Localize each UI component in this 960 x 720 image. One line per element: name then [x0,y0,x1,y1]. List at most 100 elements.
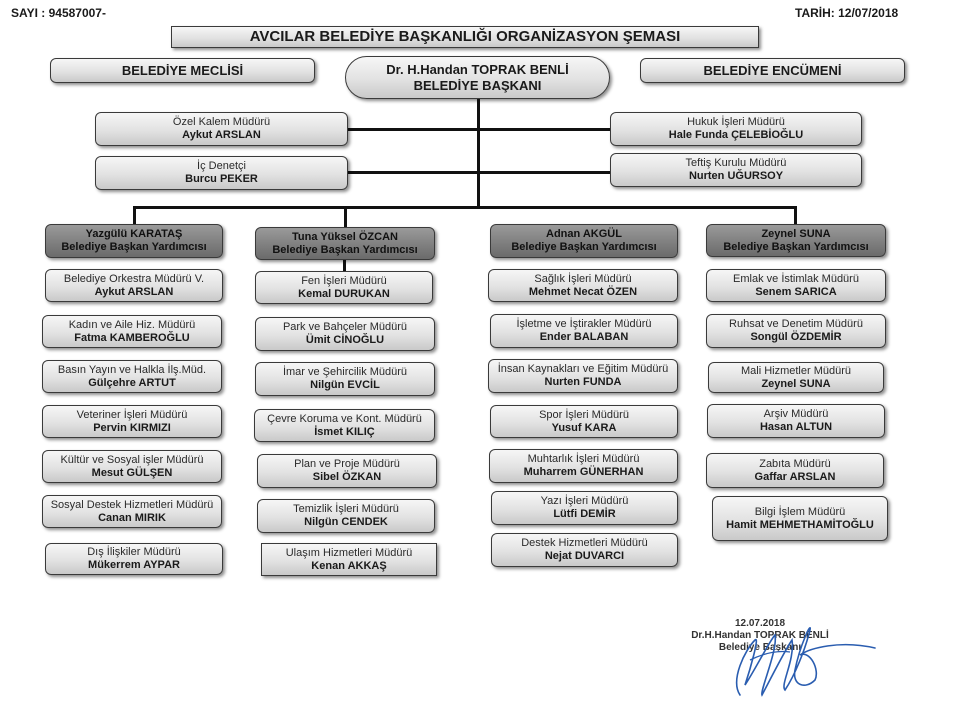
unit-head-name: Muharrem GÜNERHAN [523,466,644,478]
staff-box-inspection: Teftiş Kurulu Müdürü Nurten UĞURSOY [610,153,862,187]
mayor-title: BELEDİYE BAŞKANI [413,77,542,93]
deputy-title: Belediye Başkan Yardımcısı [61,241,207,253]
page-title-text: AVCILAR BELEDİYE BAŞKANLIĞI ORGANİZASYON… [249,28,681,45]
unit-box: İmar ve Şehircilik Müdürü Nilgün EVCİL [255,362,435,396]
unit-box: Park ve Bahçeler Müdürü Ümit CİNOĞLU [255,317,435,351]
unit-head-name: Nilgün CENDEK [304,516,388,528]
unit-box: Zabıta Müdürü Gaffar ARSLAN [706,453,884,488]
document-number: SAYI : 94587007- [11,6,106,20]
unit-box: Bilgi İşlem Müdürü Hamit MEHMETHAMİTOĞLU [712,496,888,541]
unit-box: Spor İşleri Müdürü Yusuf KARA [490,405,678,438]
unit-title: İmar ve Şehircilik Müdürü [282,366,408,378]
unit-title: Bilgi İşlem Müdürü [754,505,846,518]
unit-head-name: Nurten FUNDA [544,376,622,388]
council-box: BELEDİYE MECLİSİ [50,58,315,83]
unit-title: Çevre Koruma ve Kont. Müdürü [267,412,422,425]
staff-box-internal-audit: İç Denetçi Burcu PEKER [95,156,348,190]
document-date-label: TARİH: [795,6,835,20]
deputy-title: Belediye Başkan Yardımcısı [723,240,869,253]
unit-title: Kadın ve Aile Hiz. Müdürü [68,318,196,331]
unit-title: Mali Hizmetler Müdürü [740,364,852,377]
unit-head-name: Songül ÖZDEMİR [750,331,842,343]
unit-title: Spor İşleri Müdürü [539,408,629,421]
deputy-name: Yazgülü KARATAŞ [85,228,183,240]
unit-box: Emlak ve İstimlak Müdürü Senem SARICA [706,269,886,302]
unit-title: Temizlik İşleri Müdürü [293,503,399,515]
unit-head-name: Canan MIRIK [98,511,166,524]
unit-box: Basın Yayın ve Halkla İlş.Müd. Gülçehre … [42,360,222,393]
unit-box: Muhtarlık İşleri Müdürü Muharrem GÜNERHA… [489,449,678,483]
unit-head-name: Mükerrem AYPAR [88,559,180,571]
unit-title: İç Denetçi [197,160,246,172]
document-number-value: 94587007- [48,6,106,20]
unit-box: Mali Hizmetler Müdürü Zeynel SUNA [708,362,884,393]
deputy-box: Tuna Yüksel ÖZCAN Belediye Başkan Yardım… [255,227,435,260]
signature-name: Dr.H.Handan TOPRAK BENLİ [691,630,829,641]
staff-box-legal: Hukuk İşleri Müdürü Hale Funda ÇELEBİOĞL… [610,112,862,146]
mayor-trunk-line [477,99,480,209]
unit-head-name: Hamit MEHMETHAMİTOĞLU [726,518,874,531]
unit-box: Arşiv Müdürü Hasan ALTUN [707,404,885,438]
connector-line [478,171,610,174]
mayor-box: Dr. H.Handan TOPRAK BENLİ BELEDİYE BAŞKA… [345,56,610,99]
unit-head-name: Ümit CİNOĞLU [305,334,385,346]
unit-title: Sağlık İşleri Müdürü [534,272,632,285]
deputy-title: Belediye Başkan Yardımcısı [272,243,418,256]
council-label: BELEDİYE MECLİSİ [121,63,244,78]
deputy-title: Belediye Başkan Yardımcısı [511,241,657,253]
deputy-name: Adnan AKGÜL [546,228,622,240]
signature-title: Belediye Başkanı [718,642,802,653]
unit-head-name: Aykut ARSLAN [94,285,174,298]
unit-head-name: Hale Funda ÇELEBİOĞLU [668,129,804,141]
deputy-box: Yazgülü KARATAŞ Belediye Başkan Yardımcı… [45,224,223,258]
unit-title: Belediye Orkestra Müdürü V. [63,272,205,285]
unit-box: Belediye Orkestra Müdürü V. Aykut ARSLAN [45,269,223,302]
connector-line [343,258,346,272]
deputy-name: Tuna Yüksel ÖZCAN [292,230,398,243]
document-number-label: SAYI : [11,6,46,20]
deputies-bus-line [133,206,795,209]
unit-head-name: Mehmet Necat ÖZEN [528,285,638,298]
unit-title: Teftiş Kurulu Müdürü [685,157,787,169]
connector-line [348,171,478,174]
unit-box: Kadın ve Aile Hiz. Müdürü Fatma KAMBEROĞ… [42,315,222,348]
unit-title: Kültür ve Sosyal işler Müdürü [60,453,204,466]
unit-head-name: Aykut ARSLAN [182,129,261,141]
unit-title: Yazı İşleri Müdürü [540,495,629,507]
handwritten-signature-icon [735,627,876,697]
unit-title: Destek Hizmetleri Müdürü [521,537,648,549]
unit-head-name: İsmet KILIÇ [314,425,375,438]
connector-line [478,128,610,131]
document-date-value: 12/07/2018 [838,6,899,20]
unit-title: Ruhsat ve Denetim Müdürü [729,318,863,330]
unit-head-name: Lütfi DEMİR [553,508,616,520]
unit-title: Sosyal Destek Hizmetleri Müdürü [50,498,214,511]
unit-title: Plan ve Proje Müdürü [294,458,400,470]
unit-head-name: Pervin KIRMIZI [93,421,171,434]
unit-title: Emlak ve İstimlak Müdürü [733,272,859,285]
connector-line [348,128,478,131]
unit-head-name: Kenan AKKAŞ [311,559,387,572]
unit-title: Arşiv Müdürü [763,408,829,420]
signature-date: 12.07.2018 [734,618,786,629]
unit-title: Hukuk İşleri Müdürü [687,116,785,128]
unit-head-name: Fatma KAMBEROĞLU [74,331,190,344]
unit-head-name: Mesut GÜLŞEN [91,466,173,479]
deputy-box: Zeynel SUNA Belediye Başkan Yardımcısı [706,224,886,257]
unit-head-name: Kemal DURUKAN [298,287,390,300]
committee-label: BELEDİYE ENCÜMENİ [703,63,842,78]
unit-box: Çevre Koruma ve Kont. Müdürü İsmet KILIÇ [254,409,435,442]
unit-title: Zabıta Müdürü [759,457,831,470]
unit-box: Yazı İşleri Müdürü Lütfi DEMİR [491,491,678,525]
unit-head-name: Gaffar ARSLAN [754,470,836,483]
unit-title: İşletme ve İştirakler Müdürü [516,318,652,330]
unit-box: İnsan Kaynakları ve Eğitim Müdürü Nurten… [488,359,678,393]
unit-title: Dış İlişkiler Müdürü [87,546,181,558]
unit-head-name: Burcu PEKER [185,173,258,185]
unit-title: Fen İşleri Müdürü [301,274,387,287]
unit-title: Park ve Bahçeler Müdürü [282,321,408,333]
unit-head-name: Nilgün EVCİL [310,379,380,391]
unit-title: Muhtarlık İşleri Müdürü [527,453,640,465]
unit-box: Ruhsat ve Denetim Müdürü Songül ÖZDEMİR [706,314,886,348]
mayor-name: Dr. H.Handan TOPRAK BENLİ [386,61,569,77]
